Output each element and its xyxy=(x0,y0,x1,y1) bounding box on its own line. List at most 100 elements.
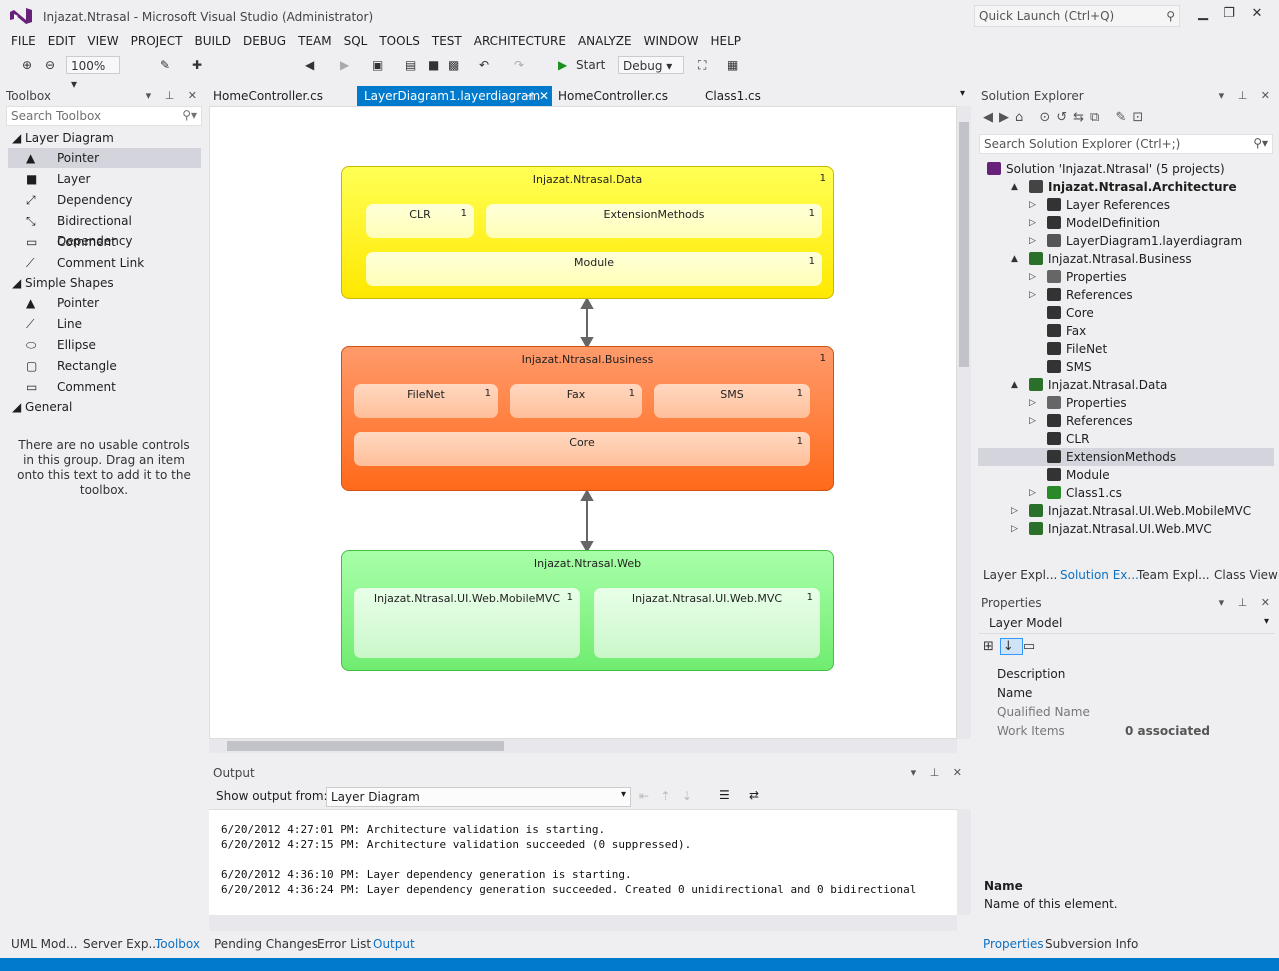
expand-icon[interactable]: ▷ xyxy=(1029,416,1036,426)
tab-dropdown-icon[interactable]: ▾ xyxy=(960,88,966,99)
tree-item[interactable]: ▲Injazat.Ntrasal.Architecture xyxy=(1011,178,1237,196)
clear-all-icon[interactable]: ☰ xyxy=(719,788,730,802)
expand-icon[interactable]: ▲ xyxy=(1011,380,1018,390)
tree-item[interactable]: ▲Injazat.Ntrasal.Business xyxy=(1011,250,1192,268)
tree-item[interactable]: ▷ModelDefinition xyxy=(1029,214,1160,232)
tree-item[interactable]: Core xyxy=(1047,304,1094,322)
undo-icon[interactable]: ↶ xyxy=(479,58,490,72)
alphabetical-icon[interactable]: ↓ xyxy=(999,638,1023,655)
open-file-icon[interactable]: ▤ xyxy=(405,58,417,72)
group-layer-diagram[interactable]: ◢ Layer Diagram xyxy=(12,131,114,145)
config-combo[interactable]: Debug ▾ xyxy=(618,56,684,74)
minimize-button[interactable]: ▁ xyxy=(1198,6,1208,21)
menu-debug[interactable]: DEBUG xyxy=(242,34,287,48)
tree-item[interactable]: ▷References xyxy=(1029,286,1133,304)
toolbox-item-comment[interactable]: ▭Comment xyxy=(8,377,201,397)
toolbox-search-input[interactable]: Search Toolbox ⚲▾ xyxy=(6,106,202,126)
menu-build[interactable]: BUILD xyxy=(194,34,231,48)
menu-help[interactable]: HELP xyxy=(710,34,742,48)
group-general[interactable]: ◢ General xyxy=(12,400,73,414)
toolbox-item-line[interactable]: ⟋Line xyxy=(8,314,201,334)
tree-item[interactable]: ▷Properties xyxy=(1029,394,1127,412)
new-project-icon[interactable]: ▣ xyxy=(372,58,384,72)
add-icon[interactable]: ✚ xyxy=(192,58,203,72)
tab-subversioninfo[interactable]: Subversion Info xyxy=(1045,937,1139,951)
panel-buttons-icon[interactable]: ▾ ⊥ ✕ xyxy=(910,766,967,779)
tree-item[interactable]: ▷LayerDiagram1.layerdiagram xyxy=(1029,232,1242,250)
tab-layerdiagram[interactable]: LayerDiagram1.layerdiagram⊣✕ xyxy=(357,86,552,106)
toolbox-item-comment[interactable]: ▭Comment xyxy=(8,232,201,252)
close-button[interactable]: ✕ xyxy=(1251,6,1263,21)
zoom-out-icon[interactable]: ⊖ xyxy=(45,58,56,72)
tree-item[interactable]: ▷Layer References xyxy=(1029,196,1170,214)
toolbox-item-ellipse[interactable]: ⬭Ellipse xyxy=(8,335,201,355)
solution-search-input[interactable]: Search Solution Explorer (Ctrl+;) ⚲▾ xyxy=(979,134,1273,154)
expand-icon[interactable]: ▷ xyxy=(1029,272,1036,282)
tab-serverexp[interactable]: Server Exp... xyxy=(83,937,160,951)
pin-icon[interactable]: ✎ xyxy=(160,58,171,72)
properties-object-select[interactable]: Layer Model ▾ xyxy=(979,614,1275,634)
group-simple-shapes[interactable]: ◢ Simple Shapes xyxy=(12,276,114,290)
tree-item[interactable]: ExtensionMethods xyxy=(978,448,1274,466)
zoom-in-icon[interactable]: ⊕ xyxy=(22,58,33,72)
expand-icon[interactable]: ▲ xyxy=(1011,182,1018,192)
tab-homecontroller-2[interactable]: HomeController.cs xyxy=(551,86,696,106)
output-horizontal-scrollbar[interactable] xyxy=(209,915,957,931)
tree-item[interactable]: ▷Injazat.Ntrasal.UI.Web.MobileMVC xyxy=(1011,502,1251,520)
tree-item[interactable]: ▷Injazat.Ntrasal.UI.Web.MVC xyxy=(1011,520,1212,538)
toolbox-item-dependency[interactable]: ⤢Dependency xyxy=(8,190,201,210)
tree-item[interactable]: Fax xyxy=(1047,322,1086,340)
editor-horizontal-scroll-thumb[interactable] xyxy=(227,741,504,751)
tree-item[interactable]: SMS xyxy=(1047,358,1092,376)
menu-architecture[interactable]: ARCHITECTURE xyxy=(473,34,566,48)
menu-sql[interactable]: SQL xyxy=(343,34,368,48)
menu-window[interactable]: WINDOW xyxy=(643,34,699,48)
attach-icon[interactable]: ⛶ xyxy=(698,58,707,72)
tree-item[interactable]: ▷Class1.cs xyxy=(1029,484,1122,502)
browser-icon[interactable]: ▦ xyxy=(727,58,739,72)
tab-properties[interactable]: Properties xyxy=(983,937,1044,951)
output-vertical-scrollbar[interactable] xyxy=(957,809,971,915)
navigate-back-icon[interactable]: ◀ xyxy=(305,58,315,72)
editor-vertical-scroll-thumb[interactable] xyxy=(959,122,969,367)
menu-test[interactable]: TEST xyxy=(431,34,462,48)
goto-previous-icon[interactable]: ⇤ ⇡ ⇣ xyxy=(639,789,693,803)
tree-item[interactable]: ▷References xyxy=(1029,412,1133,430)
menu-edit[interactable]: EDIT xyxy=(47,34,76,48)
toolbox-item-pointer[interactable]: ▲Pointer xyxy=(8,148,201,168)
quick-launch-input[interactable]: Quick Launch (Ctrl+Q) ⚲ xyxy=(974,5,1180,27)
tab-class1[interactable]: Class1.cs xyxy=(698,86,798,106)
tab-teamexpl[interactable]: Team Expl... xyxy=(1137,568,1210,582)
tree-item[interactable]: FileNet xyxy=(1047,340,1107,358)
expand-icon[interactable]: ▷ xyxy=(1029,398,1036,408)
expand-icon[interactable]: ▷ xyxy=(1029,236,1036,246)
redo-icon[interactable]: ↷ xyxy=(514,58,525,72)
tree-item[interactable]: Solution 'Injazat.Ntrasal' (5 projects) xyxy=(987,160,1225,178)
menu-project[interactable]: PROJECT xyxy=(130,34,183,48)
start-icon[interactable]: ▶ xyxy=(558,58,568,72)
output-source-select[interactable]: Layer Diagram▾ xyxy=(326,787,631,807)
solution-explorer-toolbar-icon[interactable]: ◀▶⌂ ⊙↺⇆⧉ ✎⊡ xyxy=(983,110,1150,125)
menu-file[interactable]: FILE xyxy=(11,34,36,48)
pin-icon[interactable]: ⊣ xyxy=(523,89,534,103)
toolbox-item-rectangle[interactable]: ▢Rectangle xyxy=(8,356,201,376)
start-button[interactable]: Start xyxy=(576,58,606,72)
expand-icon[interactable]: ▷ xyxy=(1011,524,1018,534)
tab-layerexpl[interactable]: Layer Expl... xyxy=(983,568,1058,582)
zoom-combo[interactable]: 100% ▾ xyxy=(66,56,120,91)
tab-output[interactable]: Output xyxy=(373,937,415,951)
expand-icon[interactable]: ▷ xyxy=(1029,488,1036,498)
toolbox-item-layer[interactable]: ■Layer xyxy=(8,169,201,189)
restore-button[interactable]: ❐ xyxy=(1223,6,1235,21)
toolbox-item-bidirectional-dependency[interactable]: ⤡Bidirectional Dependency xyxy=(8,211,201,248)
tab-umlmod[interactable]: UML Mod... xyxy=(11,937,78,951)
categorized-icon[interactable]: ⊞↓▭ xyxy=(983,638,1042,655)
